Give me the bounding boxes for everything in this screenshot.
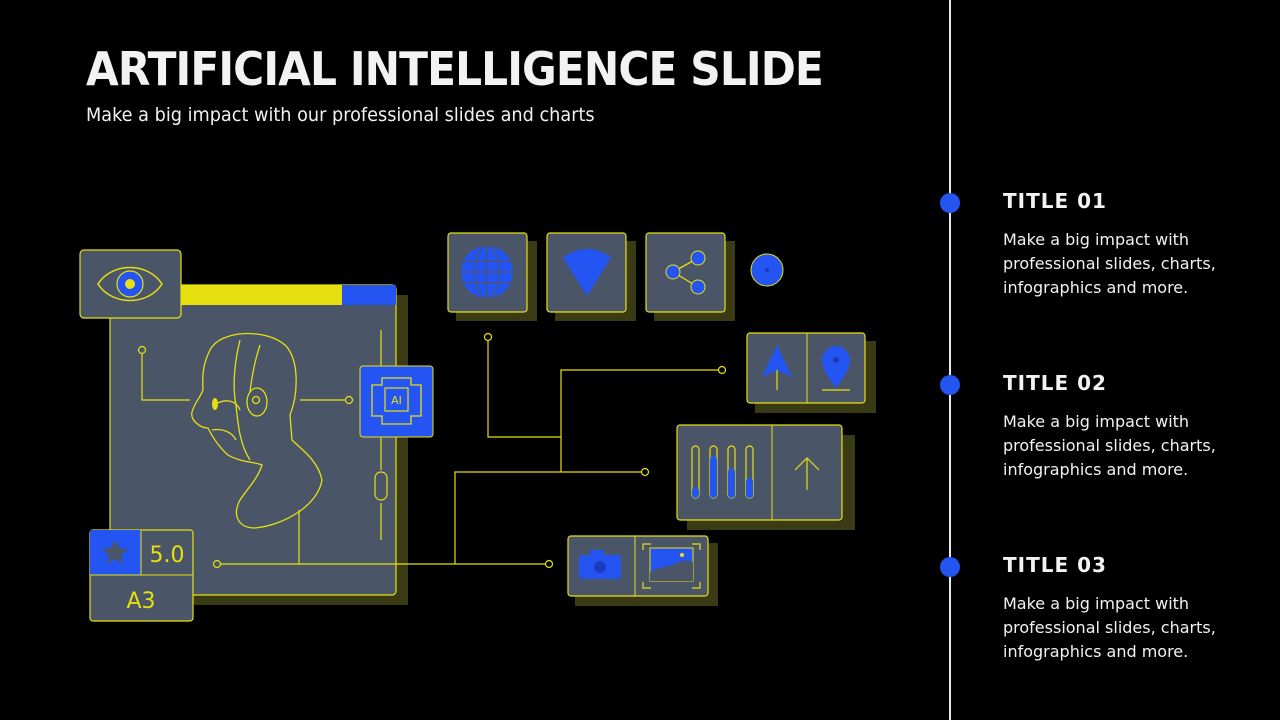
timeline-title-1: TITLE 01 — [1003, 189, 1107, 213]
wifi-icon — [563, 249, 611, 296]
robot-head-icon — [191, 332, 323, 529]
arrow-up-icon — [794, 457, 820, 490]
timeline-dot-1 — [940, 193, 960, 213]
grade-label: A3 — [126, 589, 155, 614]
image-icon — [642, 543, 701, 589]
timeline-text-1: Make a big impact with professional slid… — [1003, 230, 1216, 297]
timeline-line — [949, 0, 951, 720]
share-tile — [645, 232, 735, 321]
eye-tile — [79, 249, 182, 319]
media-tile — [567, 535, 718, 606]
chip-label: AI — [391, 394, 402, 407]
globe-icon — [461, 245, 513, 299]
star-icon — [102, 540, 128, 564]
eye-icon — [97, 266, 163, 302]
timeline-dot-2 — [940, 375, 960, 395]
dot-marker — [750, 253, 784, 287]
globe-tile — [447, 232, 537, 321]
timeline-title-2: TITLE 02 — [1003, 371, 1107, 395]
timeline-dot-3 — [940, 557, 960, 577]
share-icon — [665, 250, 706, 295]
timeline-title-3: TITLE 03 — [1003, 553, 1107, 577]
sliders-icon — [691, 445, 754, 499]
rating-value: 5.0 — [150, 543, 185, 568]
slide-title: ARTIFICIAL INTELLIGENCE SLIDE — [86, 42, 824, 96]
camera-icon — [579, 550, 621, 579]
slide-subtitle: Make a big impact with our professional … — [86, 104, 595, 126]
rating-card: 5.0 A3 — [89, 529, 194, 622]
robot-eye — [212, 398, 218, 410]
timeline-text-2: Make a big impact with professional slid… — [1003, 412, 1216, 479]
wifi-tile — [546, 232, 636, 321]
timeline-text-3: Make a big impact with professional slid… — [1003, 594, 1216, 661]
map-pin-icon — [822, 346, 850, 391]
sliders-tile — [676, 424, 855, 530]
circuit-lines — [137, 330, 727, 569]
ai-chip-icon: AI — [359, 365, 434, 438]
navigation-tile — [746, 332, 876, 413]
navigation-arrow-icon — [762, 345, 792, 390]
ai-illustration: AI 5.0 A3 — [79, 232, 876, 622]
